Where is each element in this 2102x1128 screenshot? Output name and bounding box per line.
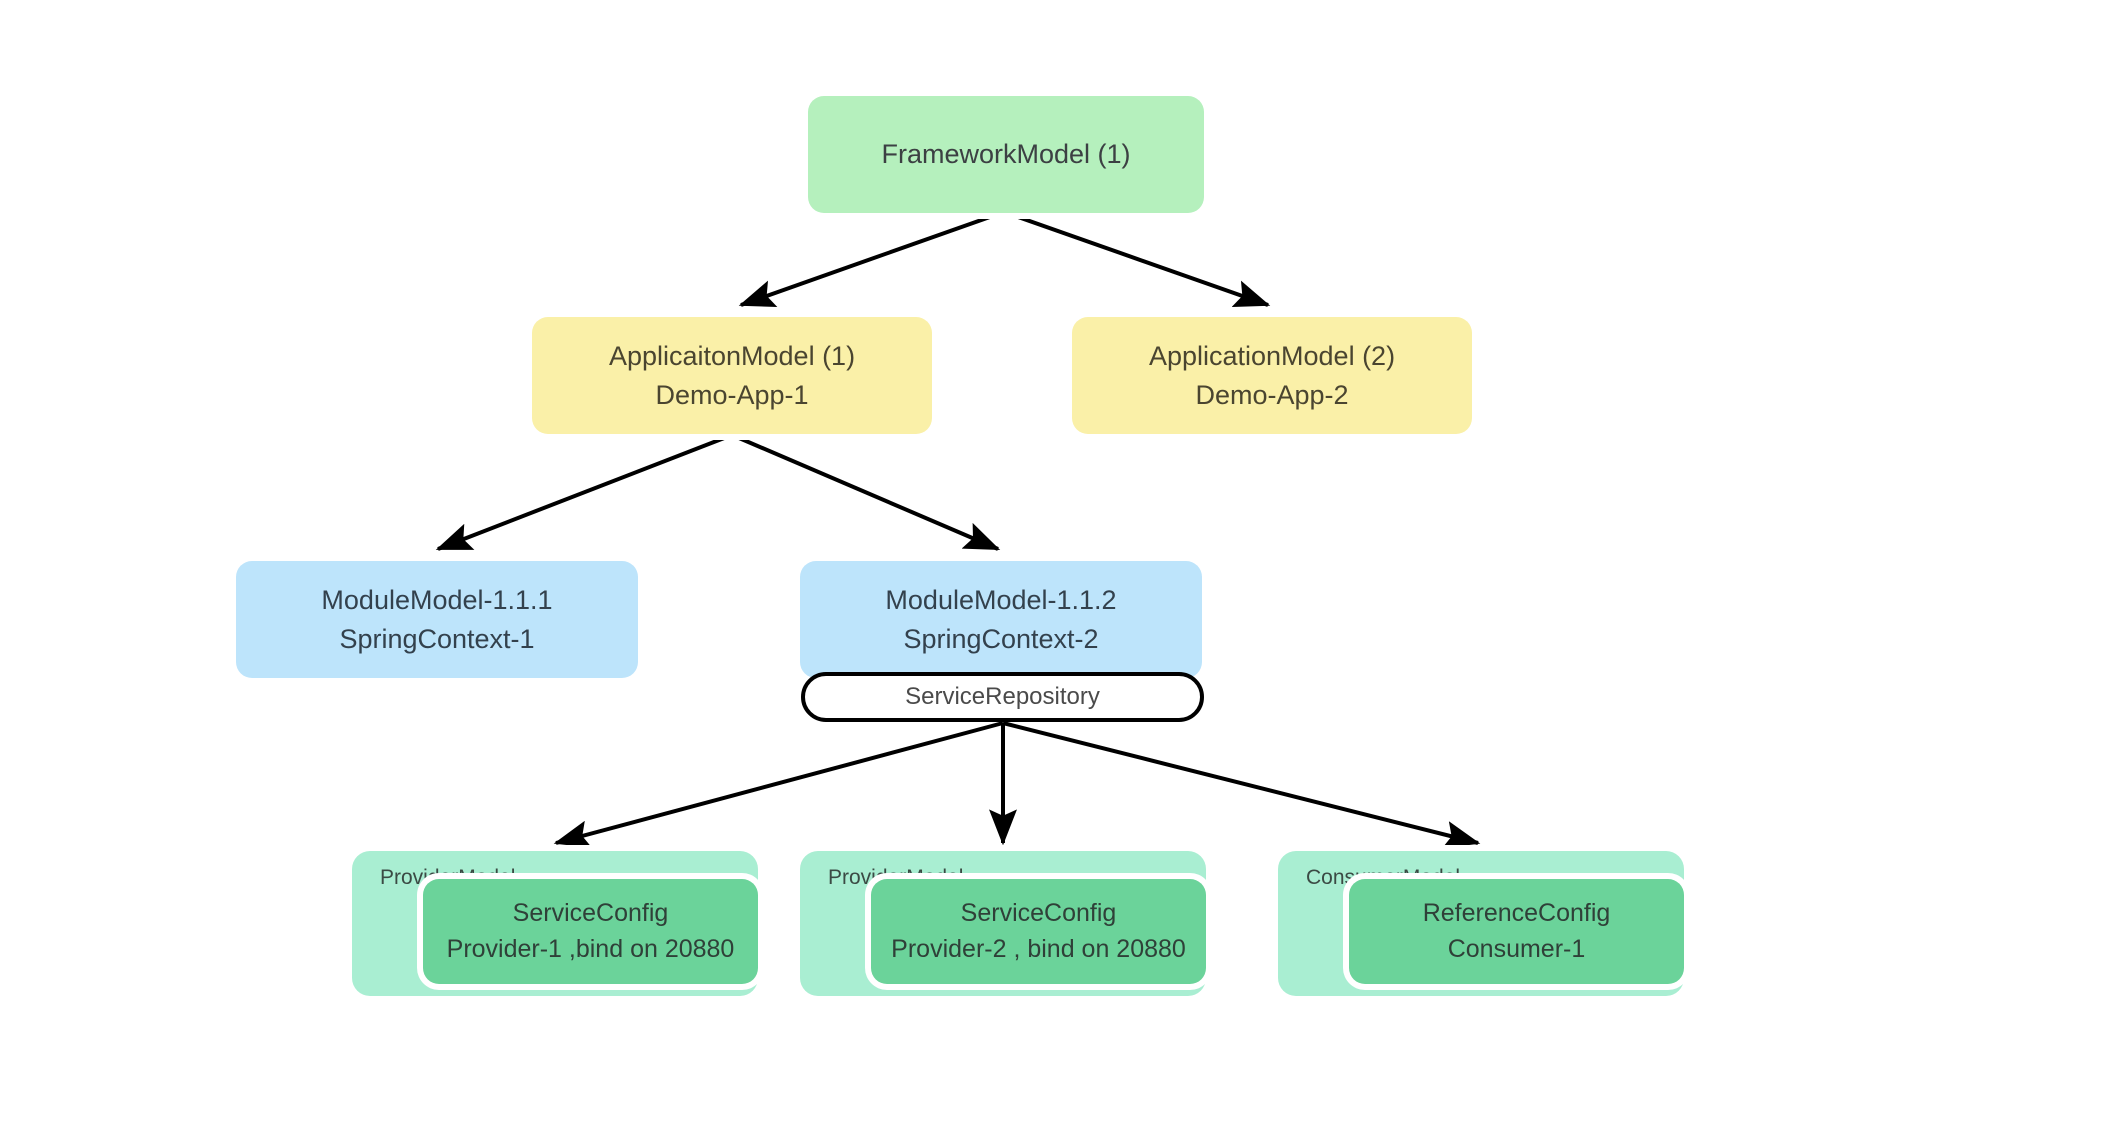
module-model-2-subtitle: SpringContext-2 [903,623,1099,654]
edge-application-1-to-module-2 [731,433,1001,551]
application-model-2-subtitle: Demo-App-2 [1195,379,1349,410]
module-model-1-title: ModuleModel-1.1.1 [321,585,553,616]
node-module-model-2[interactable]: ModuleModel-1.1.2 SpringContext-2 [800,561,1202,678]
reference-config-1-title: ReferenceConfig [1422,899,1611,927]
module-model-2-title: ModuleModel-1.1.2 [885,585,1117,616]
application-model-1-title: ApplicaitonModel (1) [608,341,856,372]
edge-repository-to-consumer-1 [1002,721,1481,849]
framework-model-label: FrameworkModel (1) [881,139,1131,170]
edge-framework-to-application-1 [738,210,1005,307]
edge-repository-to-provider-1 [553,721,1004,848]
reference-config-1-subtitle: Consumer-1 [1447,934,1586,963]
node-application-model-1[interactable]: ApplicaitonModel (1) Demo-App-1 [532,317,932,434]
application-model-2-title: ApplicationModel (2) [1148,341,1396,372]
edge-framework-to-application-2 [1003,210,1271,308]
node-service-config-1[interactable]: ServiceConfig Provider-1 ,bind on 20880 [423,879,758,984]
node-service-config-2[interactable]: ServiceConfig Provider-2 , bind on 20880 [871,879,1206,984]
node-service-repository[interactable]: ServiceRepository [801,672,1204,722]
application-model-1-subtitle: Demo-App-1 [655,379,809,410]
service-config-1-title: ServiceConfig [512,899,669,927]
node-reference-config-1[interactable]: ReferenceConfig Consumer-1 [1349,879,1684,984]
service-config-2-subtitle: Provider-2 , bind on 20880 [891,934,1186,963]
node-module-model-1[interactable]: ModuleModel-1.1.1 SpringContext-1 [236,561,638,678]
service-config-1-subtitle: Provider-1 ,bind on 20880 [446,934,735,963]
node-application-model-2[interactable]: ApplicationModel (2) Demo-App-2 [1072,317,1472,434]
node-framework-model[interactable]: FrameworkModel (1) [808,96,1204,213]
module-model-1-subtitle: SpringContext-1 [339,623,535,654]
service-repository-label: ServiceRepository [905,682,1100,710]
edge-application-1-to-module-1 [435,433,733,551]
service-config-2-title: ServiceConfig [960,899,1117,927]
